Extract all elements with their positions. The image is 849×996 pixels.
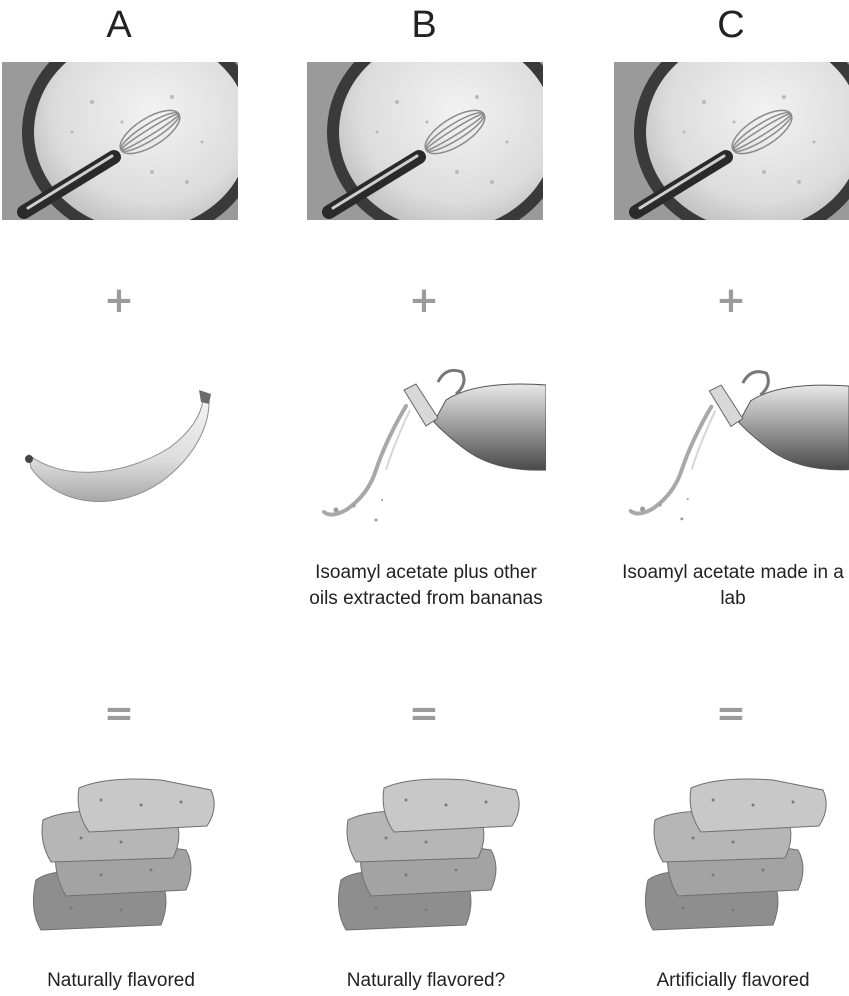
banana-bread-stack [623,750,843,940]
column-letter: B [306,4,542,47]
banana-bread-stack [11,750,231,940]
column-a: A + [1,0,241,996]
ingredient-caption: Isoamyl acetate plus other oils extracte… [306,560,546,612]
column-letter: C [613,4,849,47]
equals-sign: = [613,696,849,732]
ingredient-caption: Isoamyl acetate made in a lab [613,560,849,612]
oil-bottle-icon [613,360,849,540]
banana-bread-stack [316,750,536,940]
oil-bottle-icon [306,360,546,540]
equals-sign: = [1,696,237,732]
banana-icon [1,360,241,540]
column-b: B + [306,0,546,996]
column-letter: A [1,4,237,47]
batter-bowl-photo [614,62,849,220]
batter-bowl-photo [2,62,238,220]
batter-bowl-photo [307,62,543,220]
plus-sign: + [1,283,237,319]
result-label: Naturally flavored [1,968,241,994]
result-label: Artificially flavored [613,968,849,994]
column-c: C + [613,0,849,996]
equals-sign: = [306,696,542,732]
plus-sign: + [613,283,849,319]
result-label: Naturally flavored? [306,968,546,994]
plus-sign: + [306,283,542,319]
